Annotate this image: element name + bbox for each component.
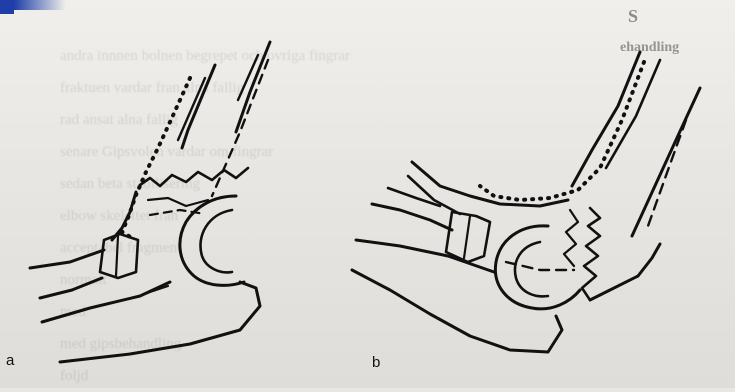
panel-b-label: b [372, 354, 380, 371]
panel-a-fragment-inner [148, 198, 208, 206]
panel-b-radial-head-mid [464, 216, 470, 258]
panel-b-dotted-outline [480, 62, 644, 200]
panel-a-humerus-line-3 [182, 65, 215, 148]
panel-a-drawing [30, 42, 270, 362]
panel-b-dashed-line [648, 120, 686, 226]
panel-a-trochlea-curve [180, 196, 244, 285]
panel-b-forearm-mid [356, 240, 494, 272]
panel-b-right-edge [590, 244, 660, 300]
panel-b-ulna-outline [352, 270, 562, 352]
panel-b-fracture-edge [582, 208, 600, 300]
panel-a-humerus-line-1 [236, 42, 270, 132]
panel-a-radial-head-mid [116, 236, 118, 276]
panel-b-humerus-line-3 [632, 88, 700, 236]
panel-b-forearm-upper [372, 204, 452, 230]
panel-b-drawing [352, 52, 700, 352]
panel-a-inner-curve [200, 210, 232, 272]
panel-a-fracture-edge [140, 168, 248, 186]
panel-a-label: a [6, 352, 14, 369]
panel-a-forearm-upper [30, 250, 104, 268]
panel-a-forearm-mid [40, 278, 102, 298]
panel-a-ulna-outline [60, 282, 260, 362]
panel-a-forearm-lower [42, 282, 170, 322]
panel-a-humerus-line-4 [178, 78, 205, 140]
panel-a-radial-head [100, 234, 138, 278]
panel-b-fracture-edge-2 [564, 210, 578, 266]
panel-a-ulna-inner [140, 286, 168, 296]
